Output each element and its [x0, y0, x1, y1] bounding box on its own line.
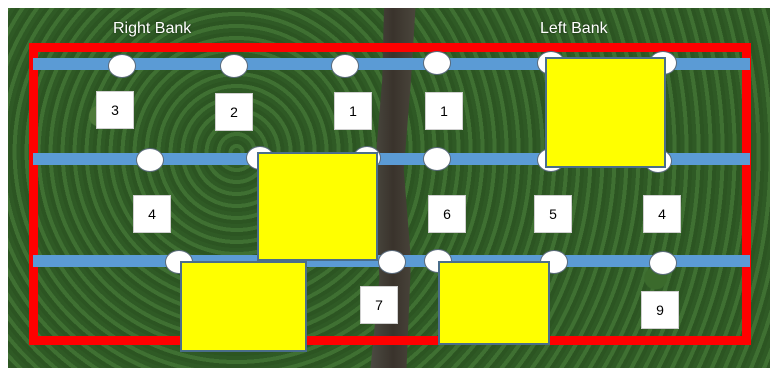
sample-point: [378, 250, 406, 274]
right-bank-label: Right Bank: [113, 20, 191, 38]
sample-point: [649, 251, 677, 275]
redaction-box: [438, 261, 550, 345]
redaction-box: [257, 152, 378, 261]
left-bank-label: Left Bank: [540, 20, 608, 38]
plot-label: 4: [643, 195, 681, 233]
redaction-box: [180, 261, 307, 352]
sample-point: [423, 147, 451, 171]
plot-label: 5: [534, 195, 572, 233]
sample-point: [108, 54, 136, 78]
plot-label: 3: [96, 91, 134, 129]
sample-point: [136, 148, 164, 172]
redaction-box: [545, 57, 666, 168]
plot-label: 4: [133, 195, 171, 233]
plot-label: 6: [428, 195, 466, 233]
plot-label: 9: [641, 291, 679, 329]
plot-label: 2: [215, 93, 253, 131]
plot-label: 1: [425, 92, 463, 130]
sample-point: [331, 54, 359, 78]
plot-label: 7: [360, 286, 398, 324]
sample-point: [220, 54, 248, 78]
sample-point: [423, 51, 451, 75]
plot-label: 1: [334, 92, 372, 130]
